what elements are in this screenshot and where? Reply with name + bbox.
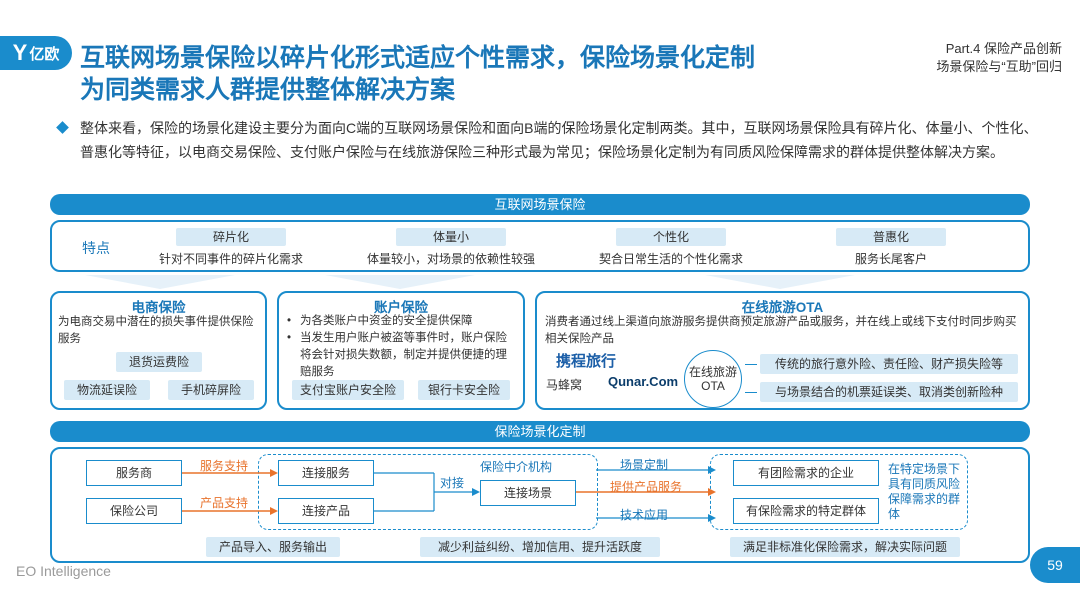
connect-label: 对接 [440, 476, 465, 490]
ecommerce-title: 电商保险 [131, 300, 186, 315]
arrow-label-provide-product: 提供产品服务 [610, 480, 683, 494]
page-title-line1: 互联网场景保险以碎片化形式适应个性需求，保险场景化定制 [80, 44, 756, 72]
node-group-insurance-enterprise: 有团险需求的企业 [733, 460, 879, 486]
logo: Y 亿欧 [0, 36, 72, 70]
feature-tag: 普惠化 [836, 228, 946, 246]
right-note: 在特定场景下具有同质风险保障需求的群体 [888, 462, 961, 521]
feature-desc: 针对不同事件的碎片化需求 [158, 252, 303, 266]
bottom-label: 减少利益纠纷、增加信用、提升活跃度 [420, 537, 660, 557]
feature-desc: 体量较小，对场景的依赖性较强 [366, 252, 535, 266]
features-label: 特点 [82, 240, 110, 256]
ota-circle: 在线旅游OTA [684, 350, 742, 408]
account-item: 银行卡安全险 [418, 380, 510, 400]
fan-decor [85, 275, 235, 289]
bottom-label: 产品导入、服务输出 [206, 537, 340, 557]
ctrip-logo: 携程旅行 [556, 353, 617, 370]
right-arrows [576, 466, 716, 522]
page-title-line2: 为同类需求人群提供整体解决方案 [80, 76, 456, 104]
left-arrows [182, 469, 278, 515]
node-connect-product: 连接产品 [278, 498, 374, 524]
account-title: 账户保险 [374, 300, 428, 315]
node-connect-scenario: 连接场景 [480, 480, 576, 506]
ota-desc: 消费者通过线上渠道向旅游服务提供商预定旅游产品或服务，并在线上或线下支付时同步购… [545, 316, 1017, 345]
part-line2: 场景保险与“互助”回归 [936, 59, 1062, 74]
footer-brand: EO Intelligence [16, 563, 111, 579]
ecommerce-desc: 为电商交易中潜在的损失事件提供保险服务 [58, 316, 254, 345]
arrow-label-service-support: 服务支持 [200, 459, 249, 473]
ecommerce-item: 物流延误险 [64, 380, 150, 400]
node-insurer: 保险公司 [86, 498, 182, 524]
feature-tag: 体量小 [396, 228, 506, 246]
connector-line [745, 392, 757, 393]
ota-item: 与场景结合的机票延误类、取消类创新险种 [760, 382, 1018, 402]
account-item: 支付宝账户安全险 [292, 380, 404, 400]
connector-line [745, 364, 757, 365]
feature-desc: 服务长尾客户 [854, 252, 927, 266]
arrow-label-product-support: 产品支持 [200, 496, 249, 510]
node-specific-group: 有保险需求的特定群体 [733, 498, 879, 524]
node-service-provider: 服务商 [86, 460, 182, 486]
part-label: Part.4 保险产品创新 场景保险与“互助”回归 [936, 40, 1062, 76]
account-bullet: 当发生用户账户被盗等事件时，账户保险将会针对损失数额，制定并提供便捷的理赔服务 [300, 332, 507, 378]
ecommerce-item: 手机碎屏险 [168, 380, 254, 400]
feature-tag: 碎片化 [176, 228, 286, 246]
arrow-label-scenario-custom: 场景定制 [620, 458, 669, 472]
bottom-label: 满足非标准化保险需求，解决实际问题 [730, 537, 960, 557]
connect-bracket [374, 472, 480, 512]
mafengwo-logo: 马蜂窝 [546, 378, 583, 392]
feature-tag: 个性化 [616, 228, 726, 246]
logo-mark-icon: Y [12, 40, 28, 65]
node-connect-service: 连接服务 [278, 460, 374, 486]
qunar-logo: Qunar.Com [608, 374, 679, 389]
ota-title: 在线旅游OTA [741, 300, 824, 315]
fan-decor [325, 275, 475, 289]
section-bar-customization: 保险场景化定制 [50, 421, 1030, 442]
section-bar-internet-scenario: 互联网场景保险 [50, 194, 1030, 215]
ota-item: 传统的旅行意外险、责任险、财产损失险等 [760, 354, 1018, 374]
ecommerce-item: 退货运费险 [116, 352, 202, 372]
bullet-dot-icon: • [287, 315, 292, 327]
part-line1: Part.4 保险产品创新 [945, 41, 1062, 56]
feature-desc: 契合日常生活的个性化需求 [598, 252, 743, 266]
intro-paragraph: 整体来看，保险的场景化建设主要分为面向C端的互联网场景保险和面向B端的保险场景化… [80, 120, 1038, 160]
bullet-dot-icon: • [287, 332, 292, 344]
account-bullet: 为各类账户中资金的安全提供保障 [300, 315, 473, 327]
agency-label: 保险中介机构 [480, 460, 553, 474]
fan-decor [705, 275, 855, 289]
page-number: 59 [1030, 547, 1080, 583]
bullet-diamond-icon [56, 121, 69, 134]
arrow-label-tech: 技术应用 [620, 508, 669, 522]
logo-text: 亿欧 [29, 45, 60, 63]
